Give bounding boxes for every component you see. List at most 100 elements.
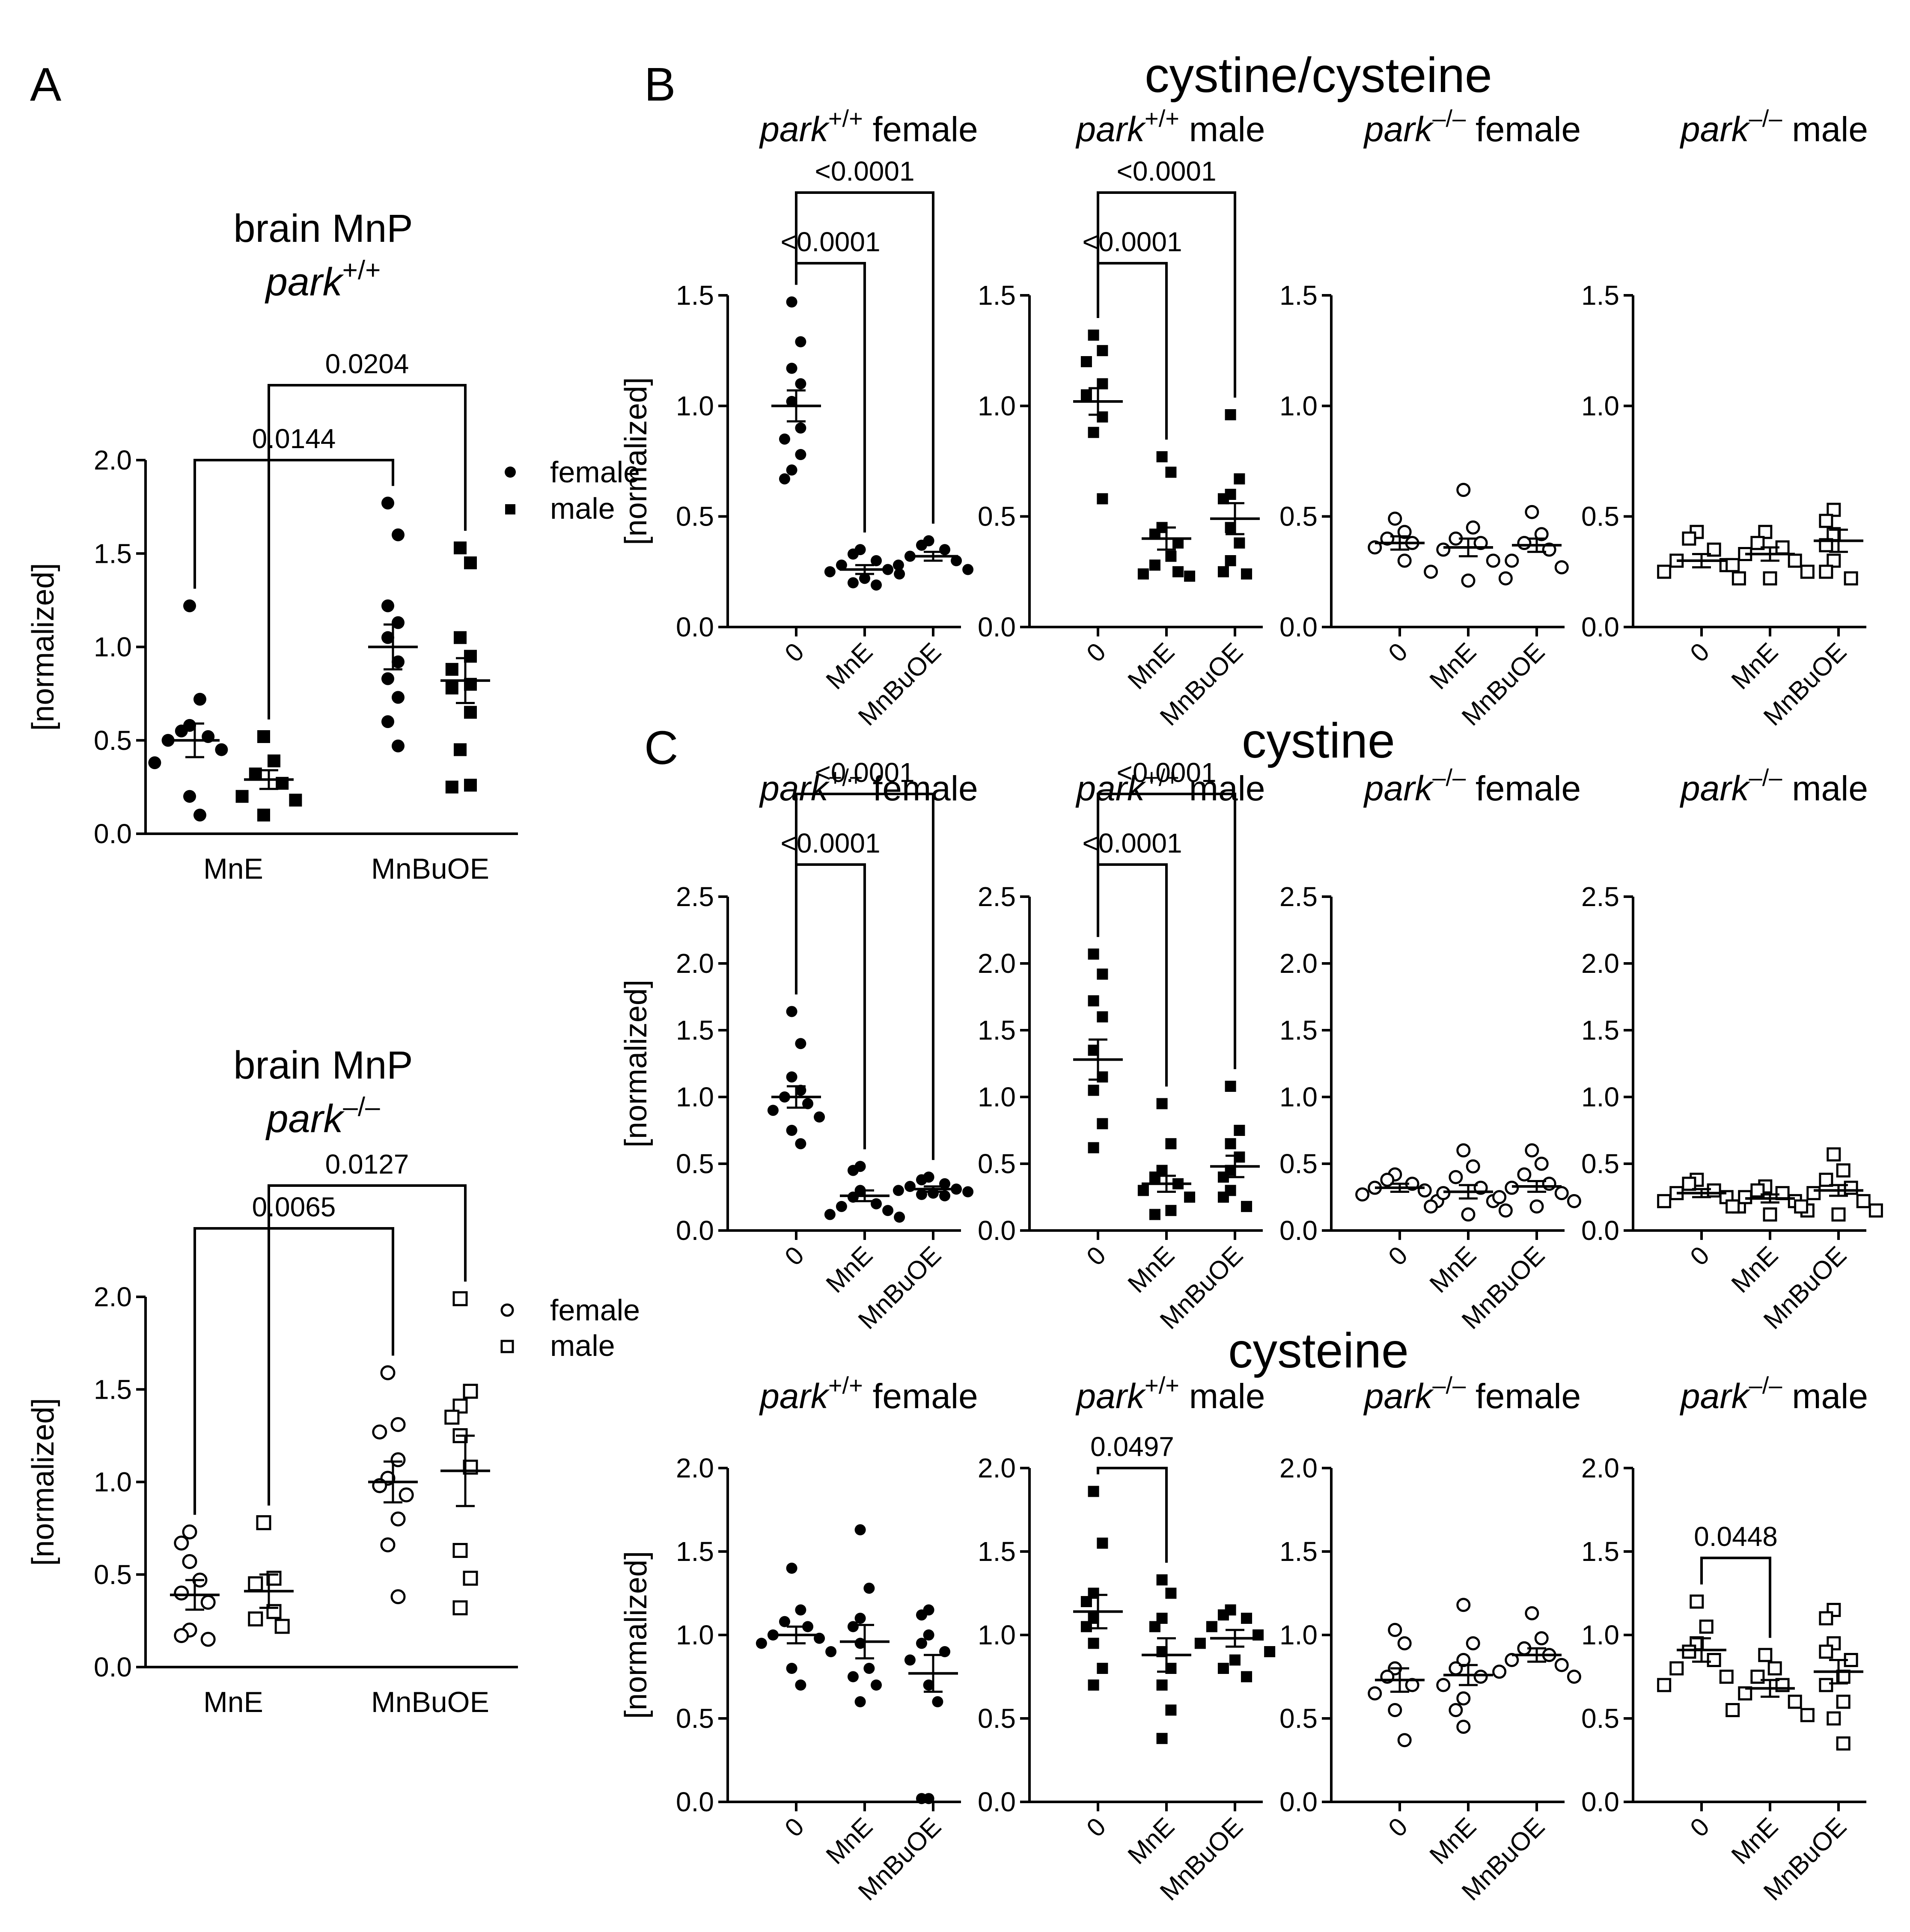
p-value-label: 0.0065 (252, 1192, 336, 1222)
data-point (1836, 1163, 1850, 1178)
y-tick-label: 1.0 (978, 390, 1016, 421)
data-point (381, 672, 394, 685)
data-point (825, 1646, 837, 1657)
x-tick-label: MnE (1726, 1241, 1784, 1299)
data-point (1827, 1147, 1841, 1162)
data-point (445, 681, 458, 695)
p-value-label: <0.0001 (815, 156, 914, 187)
data-point (1080, 1596, 1092, 1607)
data-point (1436, 542, 1451, 557)
data-point (1775, 540, 1790, 555)
data-point (1149, 1171, 1160, 1183)
x-tick-label: MnBuOE (371, 853, 489, 885)
data-point (1819, 1172, 1833, 1187)
y-tick-label: 1.5 (676, 1015, 714, 1046)
data-point (1241, 1671, 1253, 1682)
genotype-name: park (1679, 1377, 1751, 1416)
data-point (193, 808, 206, 822)
data-point (454, 743, 467, 756)
y-tick-label: 2.0 (978, 948, 1016, 979)
data-point (923, 1629, 934, 1641)
panel-letter-c: C (644, 722, 678, 774)
data-point (824, 1209, 836, 1220)
data-point (464, 779, 477, 792)
data-point (1097, 493, 1108, 505)
y-tick-label: 1.5 (1279, 280, 1318, 311)
x-tick-label: 0 (779, 637, 809, 668)
data-point (1492, 1190, 1507, 1204)
data-point (381, 496, 394, 510)
data-point (1097, 1118, 1108, 1129)
data-point (1225, 555, 1236, 566)
data-point (452, 1600, 468, 1616)
genotype-superscript: +/+ (1145, 105, 1179, 132)
sex-label: female (1466, 1377, 1581, 1416)
p-value-label: 0.0497 (1090, 1431, 1174, 1462)
data-point (183, 599, 196, 612)
data-point (786, 1125, 797, 1136)
x-tick-label: 0 (1684, 1241, 1715, 1271)
y-tick-label: 0.0 (1581, 1215, 1619, 1246)
y-tick-label: 0.5 (94, 1559, 132, 1590)
y-tick-label: 2.0 (1279, 948, 1318, 979)
genotype-superscript: +/+ (1145, 764, 1179, 791)
y-tick-label: 0.5 (1279, 1148, 1318, 1179)
data-point (1449, 1703, 1463, 1717)
data-point (1080, 389, 1092, 401)
y-tick-label: 0.0 (1279, 612, 1318, 642)
data-point (923, 1679, 934, 1691)
data-point (1534, 1631, 1549, 1646)
data-point (795, 1604, 806, 1616)
x-tick-label: 0 (779, 1812, 809, 1843)
data-point (1794, 1199, 1809, 1214)
data-point (1097, 1537, 1108, 1549)
data-point (836, 1201, 847, 1212)
sex-label: male (1782, 769, 1868, 808)
data-point (1492, 1664, 1507, 1679)
y-tick-label: 1.0 (978, 1082, 1016, 1112)
significance-bracket (795, 262, 866, 533)
x-tick-label: MnE (821, 1812, 878, 1870)
genotype-header-b-4: park–/– male (1679, 105, 1868, 149)
data-point (802, 1098, 814, 1109)
data-point (392, 528, 405, 541)
genotype-name: park (1363, 110, 1434, 149)
data-point (174, 1535, 189, 1551)
section-title-cystine: cystine (1242, 713, 1395, 768)
data-point (1397, 1636, 1412, 1650)
data-point (1217, 1663, 1229, 1674)
data-point (381, 715, 394, 728)
x-tick-label: 0 (1684, 1812, 1715, 1843)
data-point (1800, 565, 1815, 579)
x-tick-label: MnE (1424, 637, 1482, 695)
y-tick-label: 2.5 (1279, 881, 1318, 912)
data-point (452, 1291, 468, 1306)
data-point (174, 1628, 189, 1643)
data-point (779, 433, 790, 445)
data-point (916, 1793, 927, 1804)
data-point (1806, 1186, 1821, 1201)
genotype-name: park (1075, 769, 1147, 808)
significance-bracket (795, 793, 934, 1160)
data-point (786, 296, 797, 308)
data-point (1819, 1644, 1833, 1659)
legend-male-open-label: male (550, 1329, 615, 1362)
data-point (1456, 1691, 1471, 1706)
data-point (916, 1189, 927, 1200)
y-tick-label: 1.0 (94, 632, 132, 663)
data-point (1424, 1199, 1438, 1214)
data-point (1380, 1172, 1395, 1187)
data-point (1726, 1703, 1740, 1717)
data-point (916, 1638, 927, 1649)
y-tick-label: 1.0 (676, 1620, 714, 1650)
data-point (445, 663, 458, 676)
y-tick-label: 0.0 (676, 1215, 714, 1246)
data-point (1738, 1190, 1752, 1204)
x-tick-label: MnE (1122, 1241, 1180, 1299)
y-tick-label: 2.5 (676, 881, 714, 912)
sex-label: female (863, 1377, 978, 1416)
data-point (1775, 1186, 1790, 1201)
